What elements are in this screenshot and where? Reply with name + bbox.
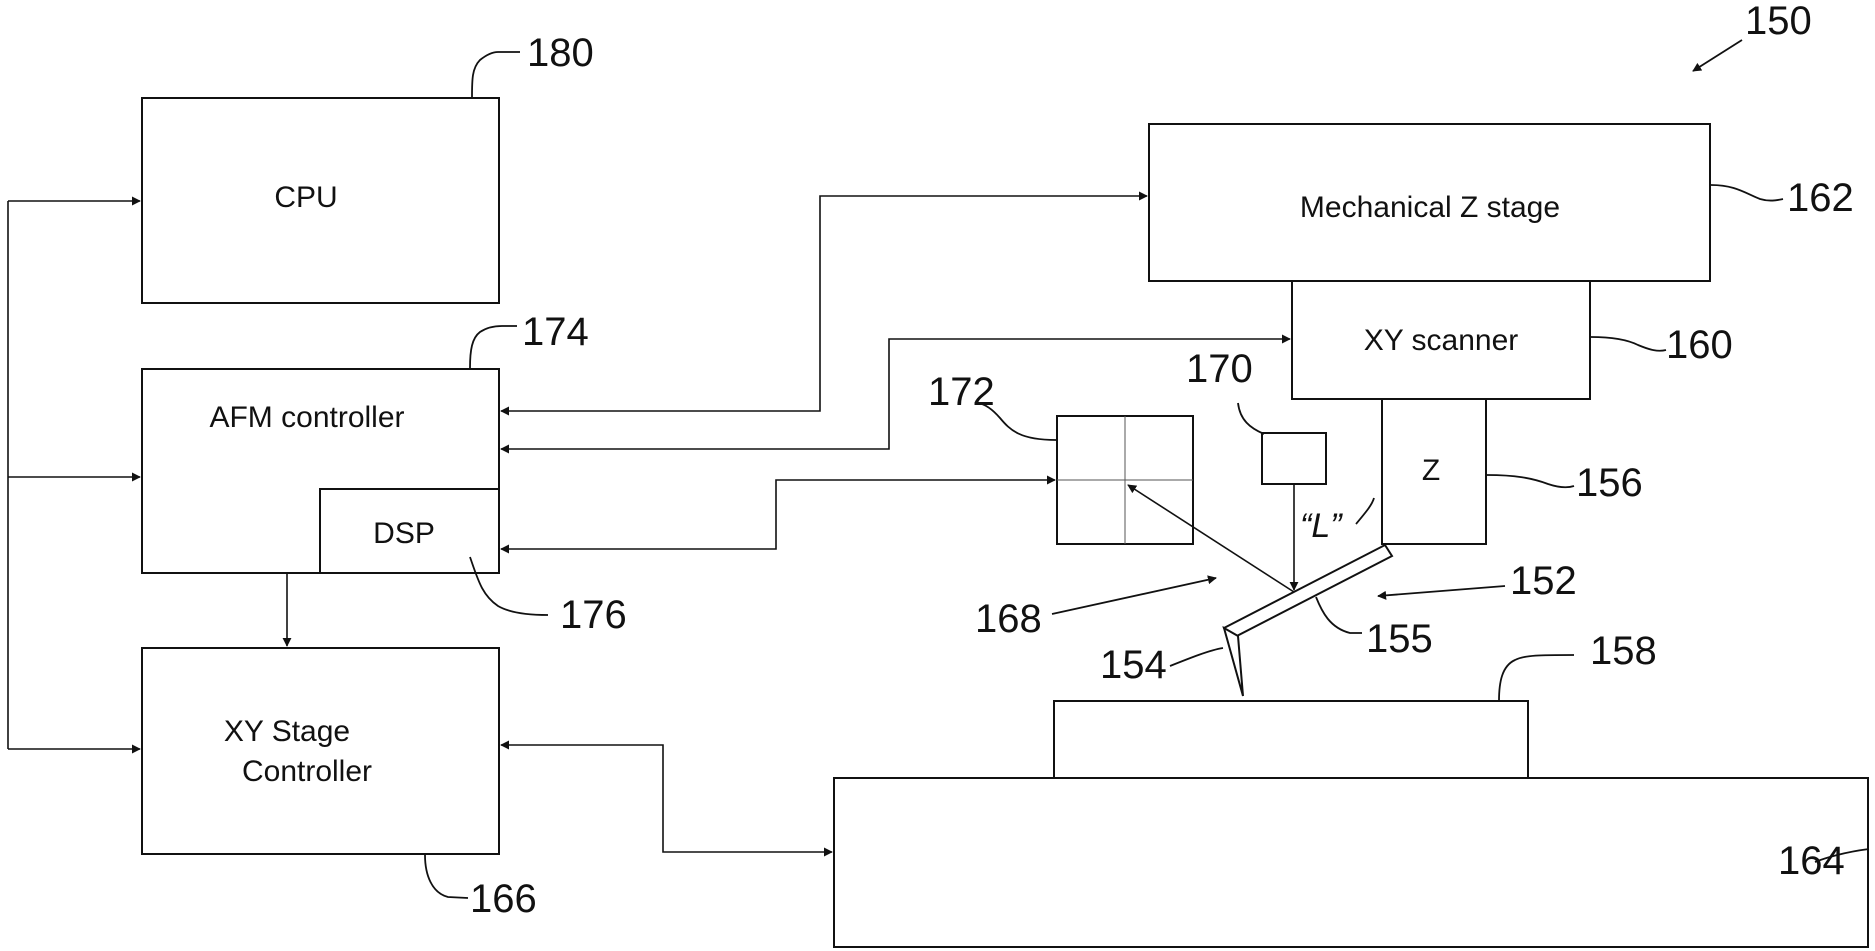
sample-ref: 158: [1590, 629, 1657, 673]
cpu-ref: 180: [527, 31, 594, 75]
afm-controller-block: AFM controller DSP 174 176: [142, 310, 627, 637]
mechanical-z-stage-block: Mechanical Z stage 162: [1149, 124, 1854, 281]
xy-scanner-ref: 160: [1666, 323, 1733, 367]
xy-scanner-label: XY scanner: [1364, 324, 1519, 357]
photodetector-ref: 172: [928, 370, 995, 414]
z-actuator-ref-leader: [1487, 475, 1574, 487]
mechanical-z-stage-label: Mechanical Z stage: [1300, 191, 1560, 224]
afm-controller-label: AFM controller: [209, 401, 404, 434]
sample-box: [1054, 701, 1528, 778]
z-actuator-ref: 156: [1576, 461, 1643, 505]
xy-stage-controller-label-line2: Controller: [242, 755, 372, 788]
light-source-box: [1262, 433, 1326, 484]
tip-ref: 154: [1100, 643, 1167, 687]
z-actuator-block: Z 156: [1382, 399, 1643, 544]
tip-ref-leader: [1170, 648, 1223, 666]
xy-stage-controller-to-xy-stage-line: [501, 745, 832, 852]
probe-ref: 152: [1510, 559, 1577, 603]
light-source-ref-leader: [1238, 403, 1264, 434]
mechanical-z-stage-ref-leader: [1711, 185, 1783, 201]
cantilever-ref: 155: [1366, 617, 1433, 661]
xy-scanner-ref-leader: [1591, 337, 1666, 351]
xy-stage-controller-ref: 166: [470, 877, 537, 921]
beam-length-label: “L”: [1300, 507, 1343, 545]
dsp-label: DSP: [373, 517, 435, 550]
beam-ref-arrow: [1052, 578, 1216, 614]
beam-length-leader: [1356, 498, 1374, 524]
xy-stage-controller-ref-leader: [425, 855, 468, 898]
xy-stage-box: [834, 778, 1868, 947]
afm-to-mechanical-z-stage-line: [501, 196, 1147, 411]
probe-ref-arrow: [1378, 586, 1505, 596]
cpu-label: CPU: [274, 181, 337, 214]
cpu-block: CPU 180: [142, 31, 594, 303]
xy-scanner-block: XY scanner 160: [1292, 281, 1733, 399]
cpu-ref-leader: [472, 52, 520, 97]
probe-assembly: 155 154 152 168: [975, 545, 1577, 696]
mechanical-z-stage-ref: 162: [1787, 176, 1854, 220]
xy-stage-block: 164: [834, 778, 1869, 947]
cantilever-ref-leader: [1316, 597, 1362, 633]
xy-stage-controller-label-line1: XY Stage: [224, 715, 350, 748]
beam-ref: 168: [975, 597, 1042, 641]
dsp-ref: 176: [560, 593, 627, 637]
afm-controller-ref-leader: [470, 326, 517, 368]
z-actuator-label: Z: [1422, 454, 1440, 487]
xy-stage-controller-box: [142, 648, 499, 854]
xy-stage-ref: 164: [1778, 839, 1845, 883]
photodetector-block: 172: [928, 370, 1193, 544]
xy-stage-controller-block: XY Stage Controller 166: [142, 648, 537, 921]
figure-number-arrow: [1693, 40, 1742, 71]
afm-controller-ref: 174: [522, 310, 589, 354]
sample-ref-leader: [1499, 655, 1574, 701]
figure-number: 150: [1745, 0, 1812, 43]
dsp-to-photodetector-line: [501, 480, 1055, 549]
left-bus: [8, 201, 140, 749]
light-source-ref: 170: [1186, 347, 1253, 391]
probe-tip: [1224, 628, 1243, 696]
